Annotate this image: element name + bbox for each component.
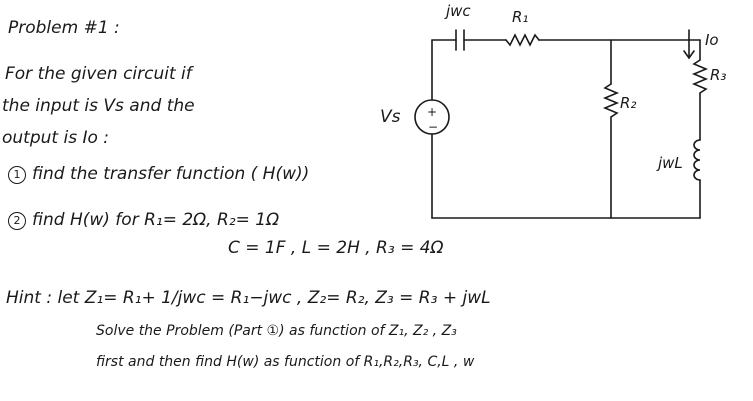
part-1-number: 1 [8, 166, 26, 184]
part-2-number: 2 [8, 212, 26, 230]
inductor-l [693, 139, 701, 181]
capacitor-label: jwc [444, 2, 471, 20]
part-2: 2 find H(w) for R₁= 2Ω, R₂= 1Ω [8, 210, 279, 230]
resistor-r1 [505, 33, 540, 47]
part-1-text: find the transfer function ( H(w)) [32, 164, 310, 184]
r1-label: R₁ [512, 8, 528, 26]
intro-line-2: the input is Vs and the [2, 96, 195, 116]
io-label: Io [705, 31, 719, 49]
r3-label: R₃ [710, 66, 726, 84]
current-arrow-head [683, 50, 695, 60]
hint-line-3: first and then find H(w) as function of … [96, 354, 475, 370]
intro-line-3: output is Io : [2, 128, 110, 148]
resistor-r3 [691, 59, 709, 94]
resistor-r2 [602, 83, 620, 118]
source-minus-sign: − [428, 120, 438, 134]
part-1: 1 find the transfer function ( H(w)) [8, 164, 309, 184]
source-plus-sign: + [427, 105, 437, 119]
vs-label: Vs [380, 107, 401, 127]
hint-line-1: Hint : let Z₁= R₁+ 1/jwc = R₁−jwc , Z₂= … [6, 288, 491, 308]
r2-label: R₂ [620, 94, 636, 112]
inductor-label: jwL [656, 154, 683, 172]
intro-line-1: For the given circuit if [5, 64, 192, 84]
hint-line-2: Solve the Problem (Part ①) as function o… [96, 323, 457, 339]
part-2-line-2: C = 1F , L = 2H , R₃ = 4Ω [228, 238, 444, 258]
problem-title: Problem #1 : [8, 18, 120, 38]
part-2-line-1: find H(w) for R₁= 2Ω, R₂= 1Ω [32, 210, 280, 230]
